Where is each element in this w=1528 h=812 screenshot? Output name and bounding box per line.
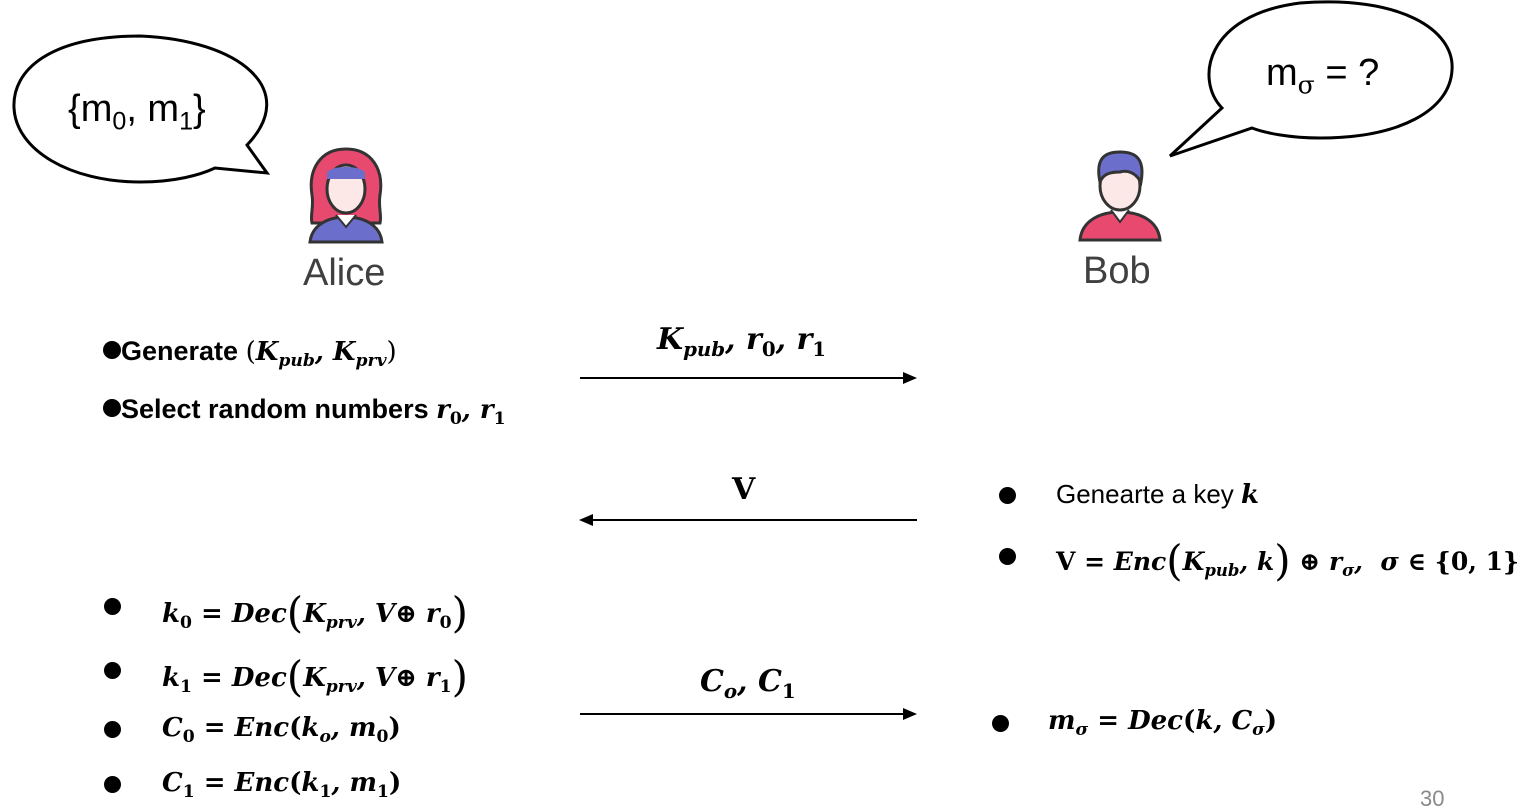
alice-name: Alice [303,252,386,294]
alice-op-k0: k0 = Dec(Kprv, V⊕ r0) [162,588,468,637]
bob-avatar-icon [1078,150,1162,242]
bubbles-layer [12,0,1454,184]
arrows-layer [579,372,917,720]
bob-step-compute-v: V = Enc(Kpub, k) ⊕ rσ, σ ∈ {0, 1} [1056,536,1520,585]
arrow-alice-to-bob-2 [580,708,917,720]
alice-step-generate: Generate (Kpub, Kprv) [103,336,397,371]
bob-step-generate-key: Genearte a key k [1056,479,1260,510]
bob-bubble-text: mσ = ? [1266,52,1380,100]
bullet-icon [103,341,121,359]
bullet-icon [104,721,121,738]
alice-avatar-icon [308,147,384,244]
alice-bubble-text: {m0, m1} [68,88,206,136]
bullet-icon [992,715,1009,732]
bob-result: mσ = Dec(k, Cσ) [1048,706,1278,741]
bullet-icon [104,776,121,793]
message-label-1: Kpub, r0, r1 [657,322,827,361]
bullet-icon [104,662,121,679]
alice-op-c1: C1 = Enc(k1, m1) [162,768,402,803]
alice-speech-bubble [12,34,271,184]
alice-op-c0: C0 = Enc(ko, m0) [162,713,401,748]
page-number: 30 [1420,786,1445,811]
bob-speech-bubble [1168,0,1454,158]
message-label-2: V [732,472,756,507]
arrow-alice-to-bob-1 [580,372,917,384]
bullet-icon [104,598,121,615]
bob-name: Bob [1083,250,1151,292]
bullet-icon [999,548,1016,565]
bullet-icon [999,487,1016,504]
message-label-3: Co, C1 [700,664,796,703]
alice-op-k1: k1 = Dec(Kprv, V⊕ r1) [162,652,468,701]
arrow-bob-to-alice [579,514,917,526]
alice-step-random: Select random numbers r0, r1 [103,394,506,429]
bullet-icon [103,399,121,417]
